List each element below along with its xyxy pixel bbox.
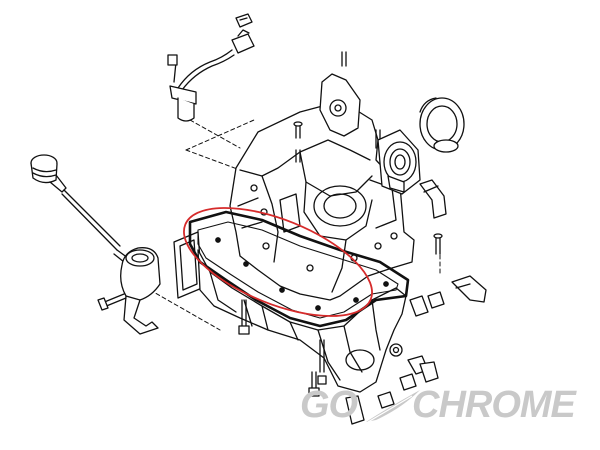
sensor-with-cable-part xyxy=(167,29,255,122)
oil-sump-part xyxy=(197,249,407,393)
hose-fitting-part xyxy=(419,179,447,219)
clip-tag-part xyxy=(235,13,253,28)
bearing-housing-part xyxy=(377,129,421,195)
highlight-ellipse xyxy=(183,207,373,317)
bolt-left-part xyxy=(97,293,127,311)
studs xyxy=(293,51,381,163)
seal-ring-part xyxy=(419,97,465,153)
filler-neck-part xyxy=(120,247,161,335)
bolts-lower xyxy=(238,233,443,397)
dipstick-part xyxy=(30,154,129,263)
